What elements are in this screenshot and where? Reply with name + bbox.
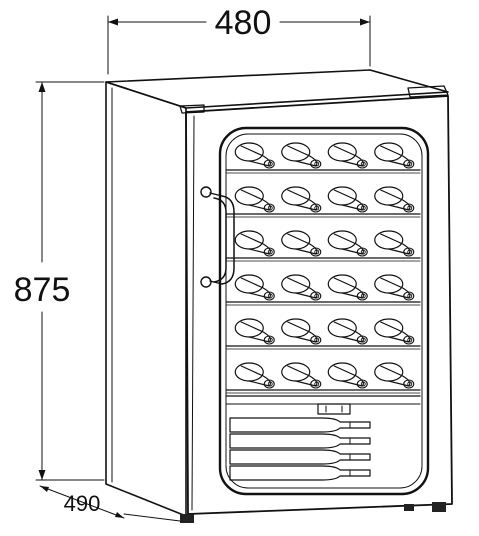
temperature-control[interactable] xyxy=(317,403,351,415)
door-handle[interactable] xyxy=(200,186,235,288)
cabinet-body xyxy=(105,69,449,517)
door xyxy=(185,95,453,515)
handle-mount-bottom xyxy=(200,276,212,288)
wine-bottle xyxy=(281,186,322,213)
lower-compartment xyxy=(225,395,421,481)
depth-arrow-left xyxy=(40,486,49,492)
width-arrow-right xyxy=(360,18,370,26)
cabinet-top xyxy=(105,69,449,109)
wine-bottle xyxy=(234,362,275,389)
foot-front-right xyxy=(432,502,446,512)
wine-bottle xyxy=(374,186,415,213)
wine-bottle xyxy=(234,318,275,345)
wine-bottle xyxy=(281,318,322,345)
foot-rear xyxy=(404,504,414,511)
cabinet-side xyxy=(105,81,187,517)
height-dimension-label: 875 xyxy=(14,271,71,309)
wine-bottle xyxy=(281,230,322,257)
shelf-row xyxy=(225,274,421,306)
glass-panel xyxy=(218,126,430,496)
wine-bottle xyxy=(327,186,368,213)
width-dimension: 480 xyxy=(107,4,371,75)
height-arrow-top xyxy=(38,82,46,92)
lower-bottle xyxy=(229,417,371,433)
wine-bottle xyxy=(327,362,368,389)
wine-shelves xyxy=(225,142,421,394)
wine-bottle xyxy=(281,274,322,301)
lower-bottle xyxy=(229,449,371,465)
lower-bottle xyxy=(229,465,371,481)
shelf-row xyxy=(225,230,421,262)
wine-bottle xyxy=(374,318,415,345)
wine-bottle xyxy=(234,274,275,301)
shelf-row xyxy=(225,186,421,218)
height-dimension: 875 xyxy=(14,81,105,481)
wine-bottle xyxy=(374,142,415,169)
door-top-cap xyxy=(179,104,205,114)
depth-dimension: 490 xyxy=(39,485,181,522)
wine-bottle xyxy=(281,362,322,389)
wine-bottle xyxy=(234,186,275,213)
wine-bottle xyxy=(327,318,368,345)
lower-bottle xyxy=(229,433,371,449)
wine-bottle xyxy=(374,274,415,301)
foot-front-left xyxy=(180,514,194,523)
depth-dimension-label: 490 xyxy=(64,491,101,516)
top-hinge xyxy=(407,85,449,98)
wine-bottle xyxy=(281,142,322,169)
width-dimension-label: 480 xyxy=(215,4,272,42)
shelf-row xyxy=(225,142,421,174)
wine-bottle xyxy=(327,230,368,257)
handle-mount-top xyxy=(200,186,212,198)
wine-bottle xyxy=(374,230,415,257)
wine-bottle xyxy=(327,142,368,169)
wine-bottle xyxy=(327,274,368,301)
wine-bottle xyxy=(374,362,415,389)
shelf-row xyxy=(225,362,421,394)
door-frame xyxy=(185,95,453,515)
width-arrow-left xyxy=(108,18,118,26)
wine-bottle xyxy=(234,142,275,169)
wine-bottle xyxy=(234,230,275,257)
height-arrow-bottom xyxy=(38,470,46,480)
depth-arrow-right xyxy=(115,512,124,518)
feet xyxy=(180,502,446,523)
shelf-row xyxy=(225,318,421,350)
